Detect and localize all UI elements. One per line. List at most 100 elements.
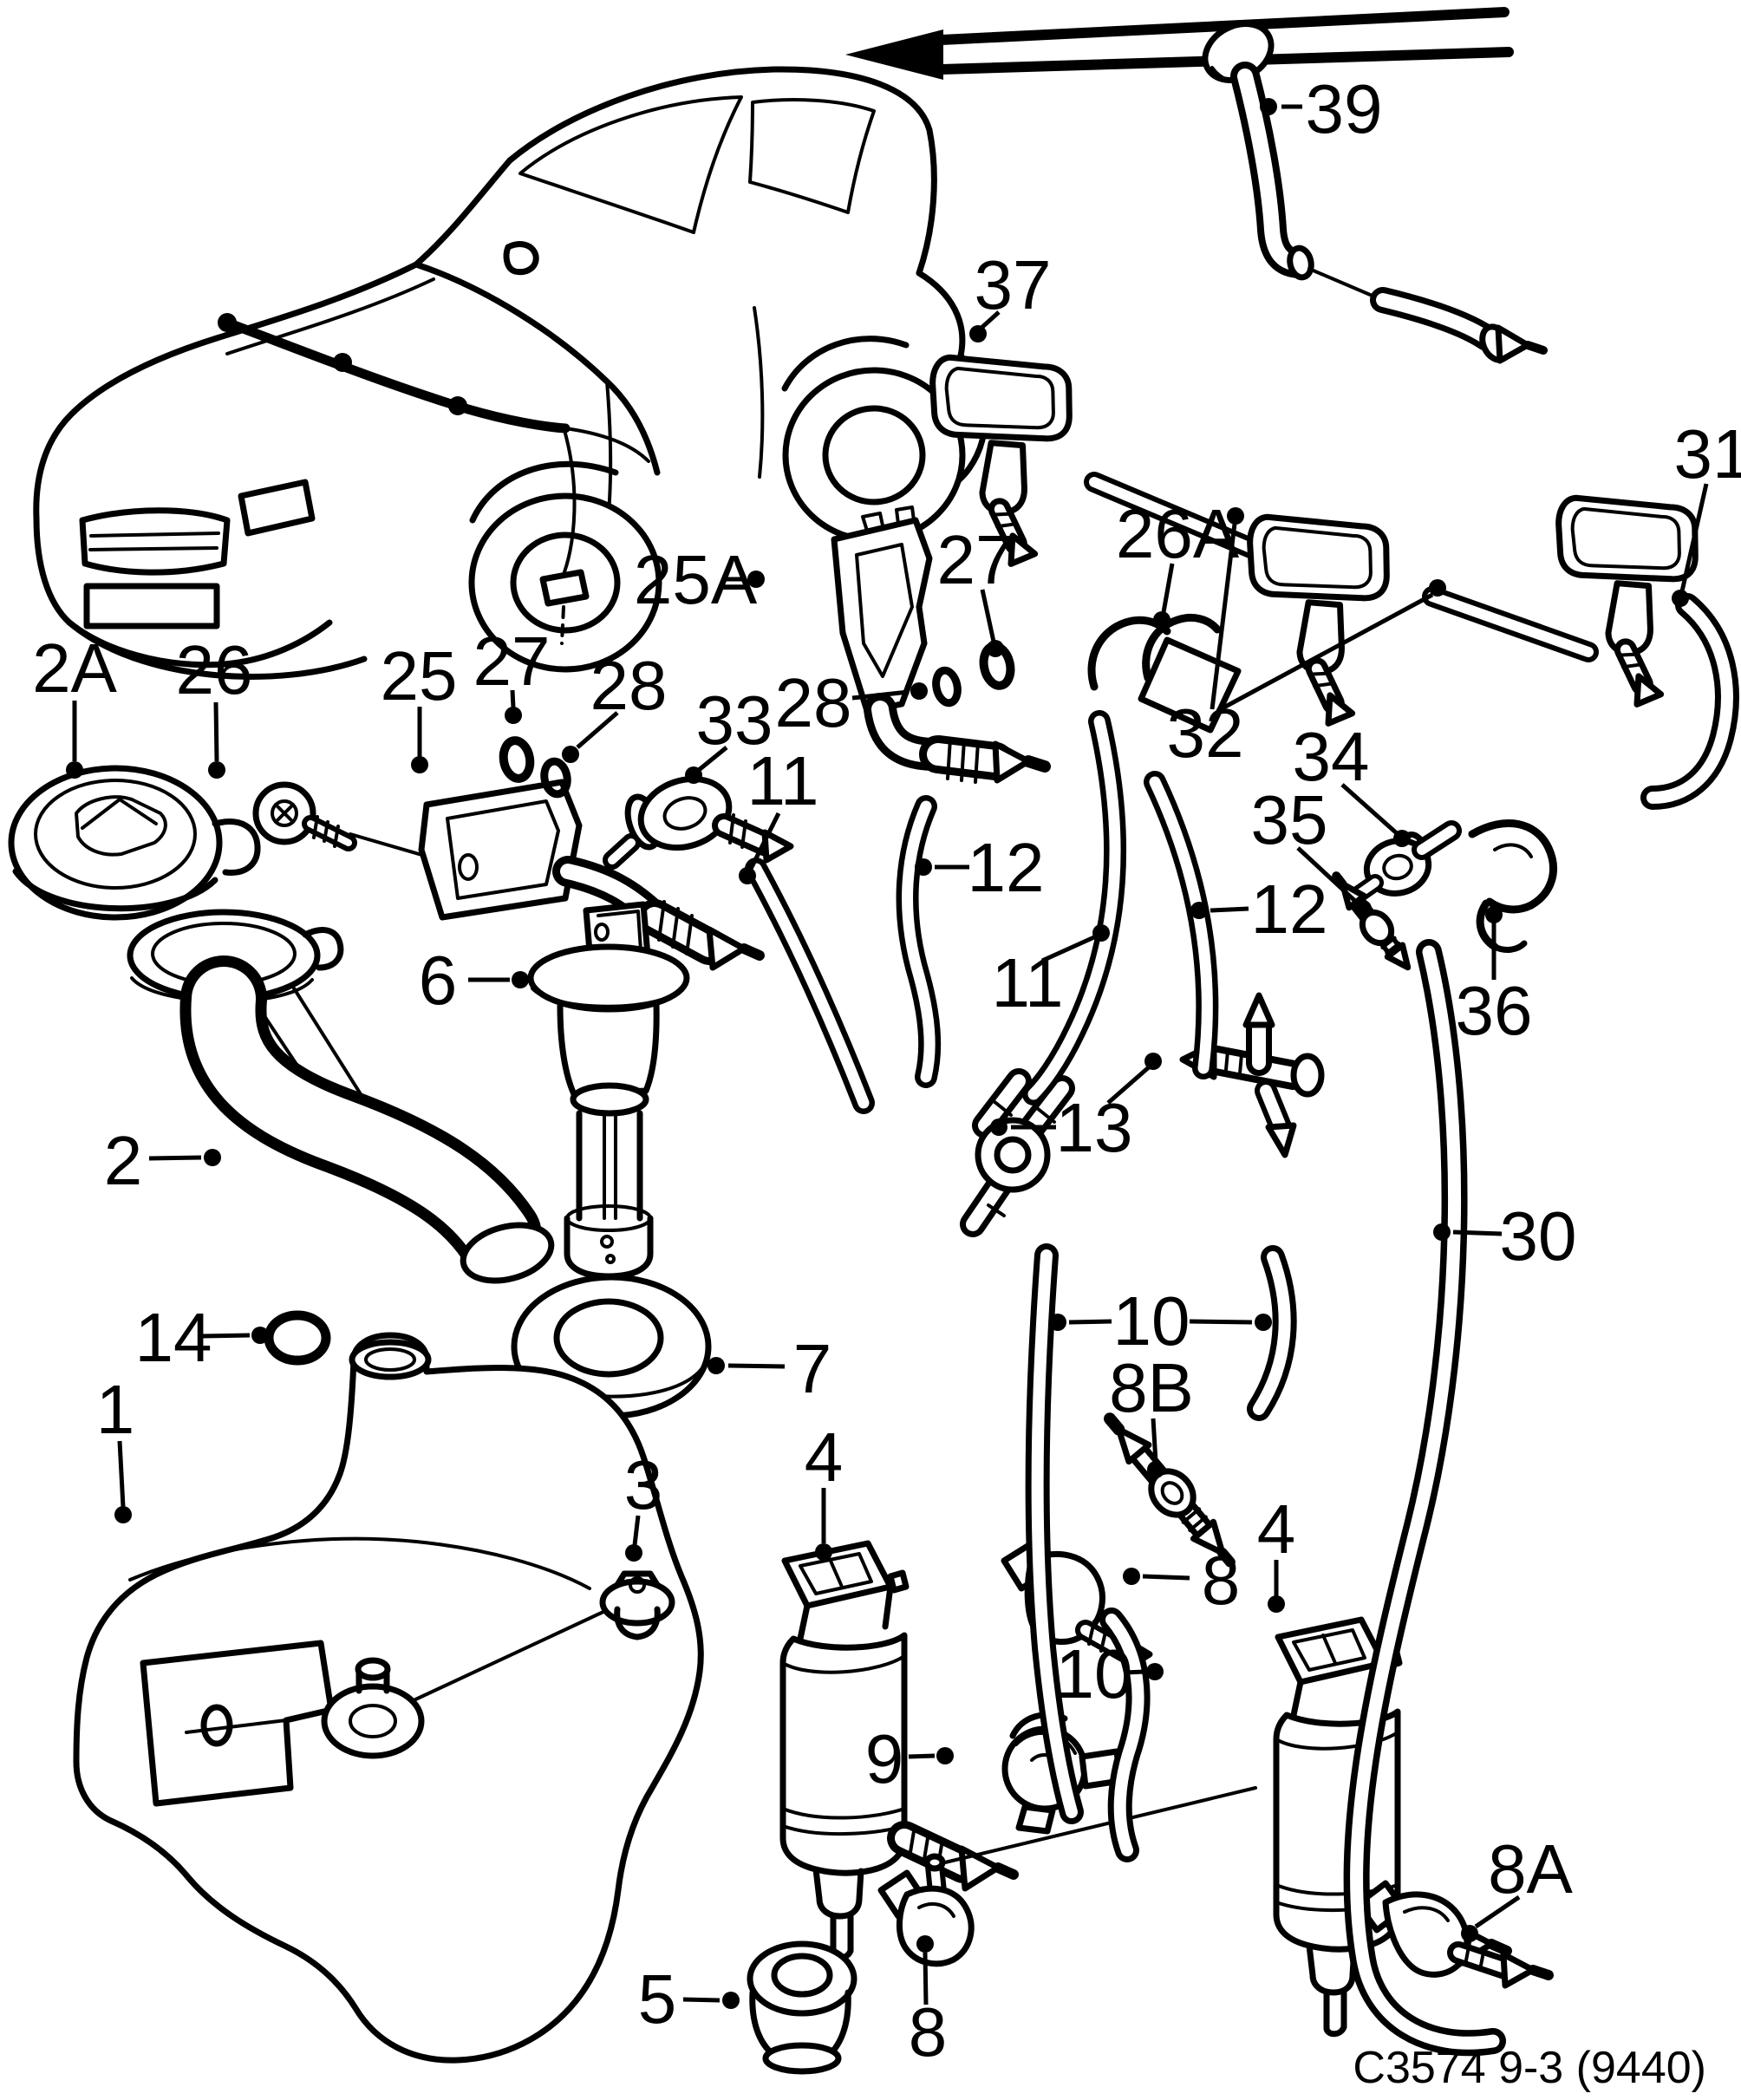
drawing-code: C3574 9-3 (9440): [1353, 2043, 1706, 2093]
callout-dot-5: [722, 1992, 740, 2009]
part-28-oring-right: [932, 666, 962, 708]
callout-label-28: 28: [775, 664, 852, 741]
callout-leader-11: [1040, 934, 1098, 963]
callout-leader-8: [1142, 1574, 1190, 1581]
part-25A-nozzle: [831, 505, 1051, 784]
callout-dot-4: [1268, 1595, 1285, 1613]
part-31-hose: [1640, 593, 1739, 810]
callout-leader-9: [908, 1753, 936, 1759]
callout-label-36: 36: [1456, 972, 1533, 1049]
part-33-valve: [603, 775, 794, 870]
callout-leader-26A: [1161, 563, 1175, 613]
callout-label-34: 34: [1293, 718, 1370, 795]
callout-leader-30: [1452, 1229, 1503, 1236]
callout-dot-1: [114, 1506, 132, 1523]
callout-label-25: 25: [381, 637, 458, 714]
callout-dot-25A: [747, 571, 765, 588]
callout-label-9: 9: [865, 1720, 904, 1797]
washer-jet-1: [929, 354, 1073, 567]
callout-leader-31: [1679, 483, 1709, 592]
callout-leader-8A: [1474, 1895, 1521, 1929]
callout-dot-37: [969, 325, 987, 342]
part-1-reservoir: [73, 1332, 704, 2064]
callout-label-3: 3: [624, 1446, 663, 1523]
callout-label-8B: 8B: [1109, 1349, 1194, 1426]
callout-label-8A: 8A: [1488, 1830, 1573, 1908]
callout-label-5: 5: [638, 1960, 677, 2038]
callout-leader-26: [213, 701, 219, 762]
callout-label-12: 12: [1251, 871, 1328, 948]
callout-label-37: 37: [975, 246, 1052, 323]
callout-dot-26A: [1153, 611, 1170, 629]
pointer-arrow: [845, 7, 1514, 80]
callout-dot-34: [1393, 830, 1411, 847]
callout-dot-27: [987, 640, 1004, 657]
callout-label-11: 11: [747, 742, 818, 819]
hoses: [745, 710, 1506, 2057]
callout-label-25A: 25A: [634, 541, 758, 618]
callout-dot-25: [411, 756, 428, 773]
callout-dot-26: [208, 761, 225, 779]
callout-dot-28: [910, 682, 928, 700]
callout-leader-10: [1189, 1319, 1253, 1325]
callout-dot-36: [1485, 906, 1503, 923]
callout-label-12: 12: [968, 829, 1045, 906]
callout-dot-2: [204, 1149, 221, 1166]
callout-dot-13: [1144, 1053, 1162, 1070]
callout-label-35: 35: [1251, 781, 1328, 858]
callout-label-8: 8: [909, 1993, 948, 2071]
part-13-y-connector-left: [960, 1068, 1075, 1237]
callout-dot-33: [685, 766, 702, 784]
callout-label-31: 31: [1674, 415, 1741, 492]
callout-leader-27: [510, 689, 516, 708]
callout-label-30: 30: [1500, 1197, 1577, 1275]
callout-label-4: 4: [1257, 1490, 1296, 1568]
callout-leader-35: [1296, 846, 1360, 905]
callout-label-26A: 26A: [1116, 495, 1240, 572]
callout-dot-7: [707, 1357, 725, 1374]
callout-dot-35: [1354, 900, 1372, 917]
callout-label-14: 14: [135, 1299, 212, 1376]
callout-dot-6: [512, 971, 529, 988]
callout-leader-8B: [1151, 1418, 1158, 1463]
car-illustration: [33, 66, 988, 680]
part-8B-connector: [1104, 1412, 1236, 1568]
part-6-level-sensor: [527, 901, 690, 1280]
callout-dot-14: [251, 1327, 269, 1344]
callout-leader-27: [980, 589, 996, 642]
callout-label-8: 8: [1202, 1542, 1241, 1619]
callout-dot-8A: [1461, 1925, 1478, 1942]
callout-leader-5: [682, 1997, 721, 2003]
callout-dot-8: [1123, 1568, 1140, 1585]
callout-label-32: 32: [1167, 695, 1244, 772]
callout-leader-34: [1340, 783, 1399, 836]
callout-label-11: 11: [991, 944, 1063, 1021]
callout-leader-32: [1216, 592, 1434, 714]
callout-leader-1: [117, 1440, 126, 1508]
washer-jet-2: [1247, 513, 1390, 727]
callout-label-10: 10: [1113, 1282, 1190, 1360]
callout-leader-32: [1210, 523, 1237, 710]
callout-dot-4: [815, 1543, 832, 1561]
callout-leader-13: [1106, 1065, 1151, 1105]
callout-dot-32: [1429, 579, 1446, 597]
callout-dot-32: [1227, 507, 1244, 525]
callout-label-2: 2: [104, 1122, 143, 1199]
callout-leader-12: [1210, 906, 1249, 913]
callout-leader-10: [1068, 1319, 1112, 1325]
callout-dot-31: [1672, 590, 1689, 607]
callout-leader-11: [748, 812, 781, 871]
callout-dot-10: [1146, 1663, 1164, 1680]
callout-dot-30: [1433, 1223, 1451, 1241]
callout-label-39: 39: [1306, 70, 1383, 147]
callout-dot-2A: [66, 761, 83, 779]
part-5-sleeve: [747, 1940, 857, 2075]
callout-label-13: 13: [1056, 1089, 1133, 1166]
callout-label-27: 27: [937, 521, 1014, 598]
part-2-filler-neck: [127, 909, 555, 1284]
callout-dot-12: [1190, 902, 1208, 919]
callout-leader-33: [697, 746, 728, 772]
callout-dot-27: [505, 707, 522, 724]
